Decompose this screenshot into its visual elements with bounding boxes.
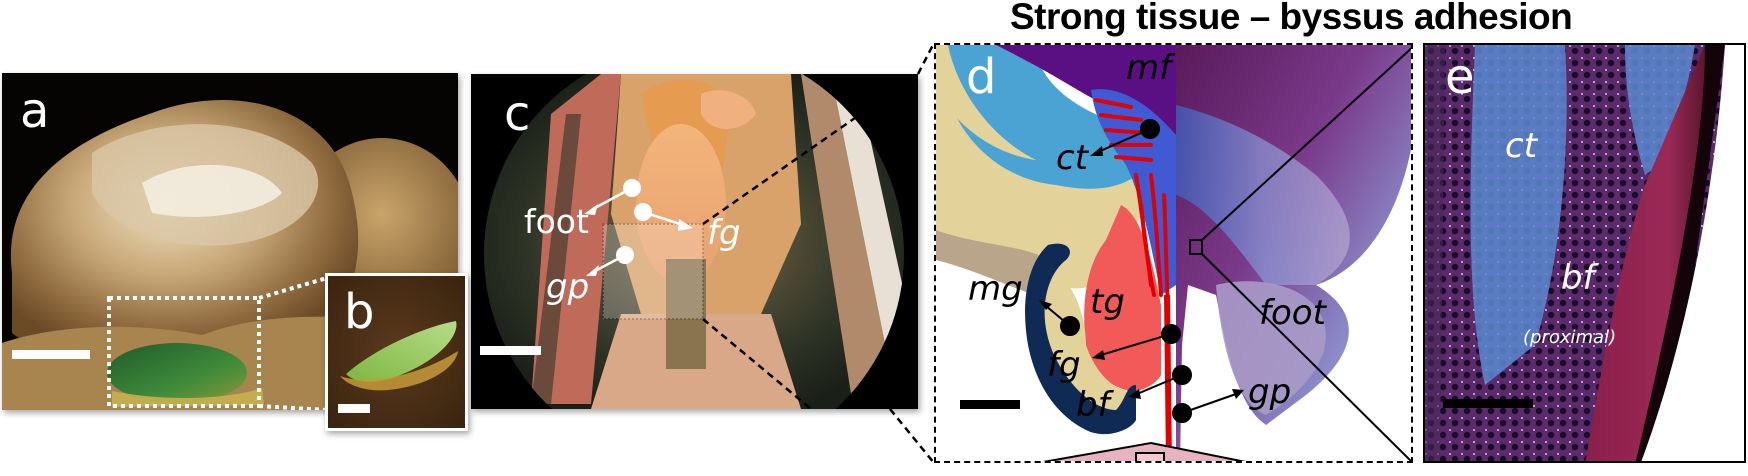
panel-label-e: e — [1445, 49, 1475, 105]
annotation-gp-c: gp — [546, 267, 590, 307]
annotation-mf: mf — [1126, 48, 1172, 88]
panel-d-section — [936, 45, 1411, 461]
panel-c: c foot fg gp — [471, 74, 918, 409]
annotation-fg-d: fg — [1047, 345, 1081, 385]
panel-b-photo — [328, 276, 465, 428]
annotation-ct-e: ct — [1505, 126, 1538, 166]
scale-bar-b — [338, 404, 370, 413]
panel-label-d: d — [966, 49, 997, 105]
scale-bar-d — [960, 400, 1020, 409]
annotation-bf-e: bf — [1561, 258, 1595, 298]
scale-bar-a — [12, 350, 90, 359]
scale-bar-e — [1443, 399, 1533, 408]
panel-e: e ct bf (proximal) — [1423, 43, 1746, 463]
annotation-bf-d: bf — [1076, 385, 1110, 425]
zoom-box-c — [602, 223, 704, 320]
panel-b: b — [325, 273, 468, 431]
panel-label-a: a — [20, 83, 50, 139]
annotation-gp-d: gp — [1248, 372, 1292, 412]
annotation-foot-c: foot — [524, 202, 589, 241]
panel-e-section — [1425, 45, 1744, 461]
zoom-box-d — [1189, 239, 1203, 255]
annotation-tg: tg — [1090, 282, 1125, 322]
annotation-fg-c: fg — [707, 213, 741, 253]
zoom-box-dotted — [107, 296, 261, 408]
annotation-foot-d: foot — [1259, 293, 1326, 333]
scale-bar-c — [480, 346, 541, 355]
figure-title: Strong tissue – byssus adhesion — [1010, 0, 1573, 37]
annotation-proximal-e: (proximal) — [1523, 327, 1617, 348]
panel-label-b: b — [344, 284, 375, 340]
panel-d: d mf ct mg tg fg bf gp foot — [934, 43, 1413, 463]
panel-label-c: c — [504, 86, 531, 142]
annotation-ct: ct — [1056, 138, 1089, 178]
annotation-mg: mg — [968, 269, 1023, 309]
panel-c-photo — [484, 74, 918, 409]
